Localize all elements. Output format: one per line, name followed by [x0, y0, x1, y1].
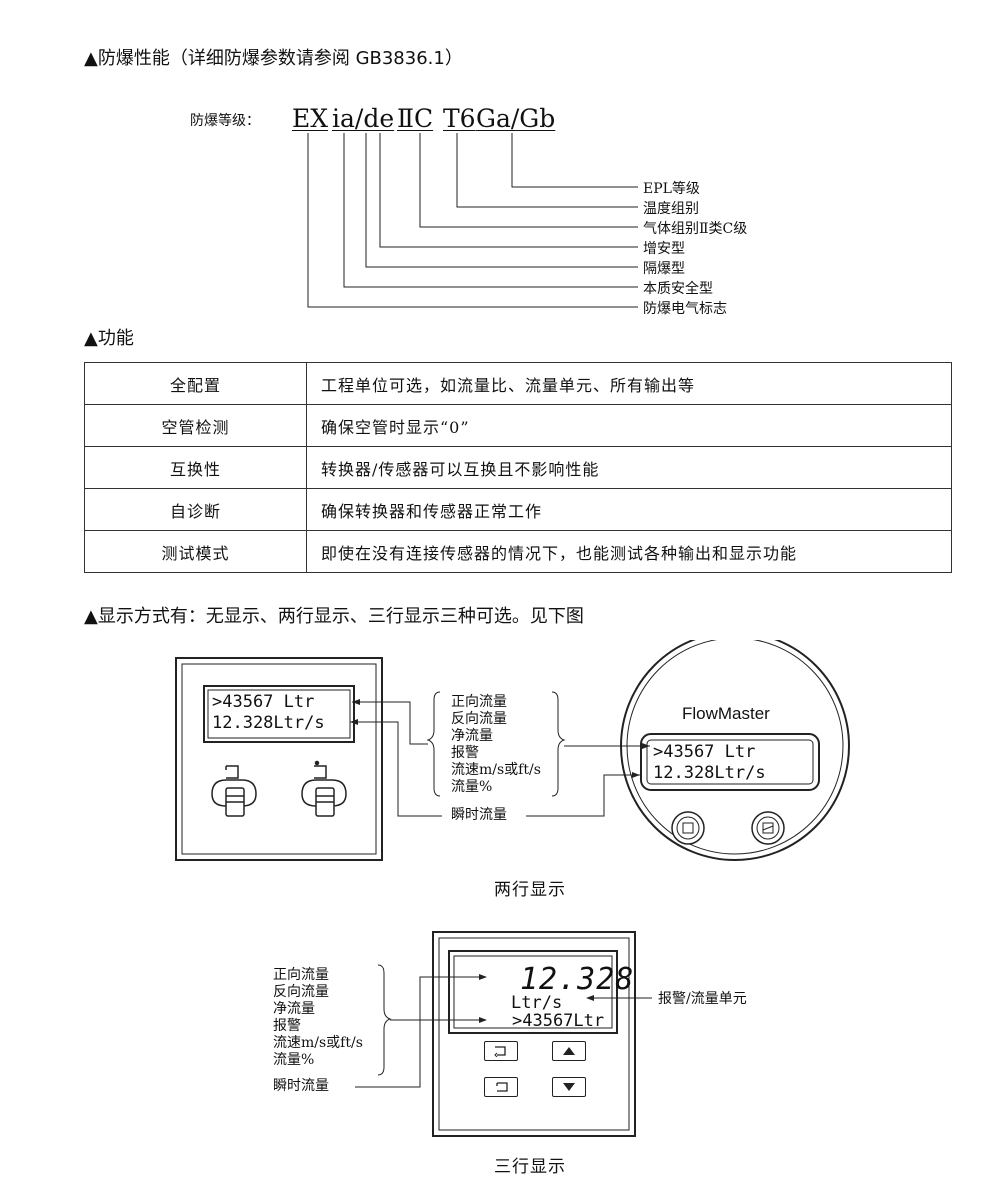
- three-line-option-percent: 流量%: [273, 1052, 315, 1068]
- three-line-instant-label: 瞬时流量: [273, 1078, 329, 1094]
- legend-epl: EPL等级: [643, 181, 700, 197]
- two-line-caption: 两行显示: [494, 880, 566, 900]
- two-line-option-alarm: 报警: [451, 745, 479, 761]
- two-line-option-reverse: 反向流量: [451, 711, 507, 727]
- table-row: 空管检测 确保空管时显示“0”: [84, 404, 952, 447]
- ex-code-leader-lines: [307, 133, 638, 308]
- two-line-option-velocity: 流速m/s或ft/s: [451, 762, 541, 778]
- functions-section-title: ▲功能: [84, 328, 134, 349]
- ex-code-epl: Ga/Gb: [476, 104, 556, 133]
- three-line-option-net: 净流量: [273, 1001, 315, 1017]
- three-line-option-forward: 正向流量: [273, 967, 329, 983]
- round-meter-brand: FlowMaster: [682, 704, 770, 723]
- two-line-panel-line1: >43567 Ltr: [212, 692, 315, 712]
- ex-code-label: 防爆等级：: [190, 113, 260, 129]
- function-desc: 工程单位可选，如流量比、流量单元、所有输出等: [306, 362, 952, 405]
- display-section-title: ▲显示方式有：无显示、两行显示、三行显示三种可选。见下图: [84, 606, 584, 627]
- function-name: 自诊断: [84, 488, 307, 531]
- function-desc: 转换器/传感器可以互换且不影响性能: [306, 446, 952, 489]
- round-meter-line2: 12.328Ltr/s: [653, 763, 766, 783]
- two-line-panel-line2: 12.328Ltr/s: [212, 713, 325, 733]
- legend-ex-mark: 防爆电气标志: [643, 301, 727, 317]
- three-line-option-velocity: 流速m/s或ft/s: [273, 1035, 363, 1051]
- two-line-diagram: [175, 640, 850, 861]
- two-line-instant-label: 瞬时流量: [451, 807, 507, 823]
- function-name: 空管检测: [84, 404, 307, 447]
- up-arrow-icon: [563, 1047, 575, 1055]
- two-line-option-net: 净流量: [451, 728, 493, 744]
- enter-key-button[interactable]: [484, 1077, 518, 1097]
- two-line-option-percent: 流量%: [451, 779, 493, 795]
- legend-increased-safety: 增安型: [643, 241, 685, 257]
- scroll-key-icon: [494, 1046, 506, 1057]
- explosion-section-title: ▲防爆性能（详细防爆参数请参阅 GB3836.1）: [84, 48, 463, 69]
- table-row: 测试模式 即使在没有连接传感器的情况下，也能测试各种输出和显示功能: [84, 530, 952, 573]
- three-line-diagram: [355, 931, 652, 1137]
- three-line-unit: Ltr/s: [511, 993, 563, 1013]
- three-line-alarm-label: 报警/流量单元: [658, 991, 747, 1007]
- enter-key-icon: [496, 1082, 508, 1092]
- table-row: 互换性 转换器/传感器可以互换且不影响性能: [84, 446, 952, 489]
- function-desc: 即使在没有连接传感器的情况下，也能测试各种输出和显示功能: [306, 530, 952, 573]
- ex-code-temp: T6: [443, 104, 476, 133]
- function-name: 全配置: [84, 362, 307, 405]
- ex-code-protection: ia/de: [332, 104, 395, 133]
- three-line-total: >43567Ltr: [512, 1011, 605, 1031]
- three-line-big-value: 12.328: [520, 962, 635, 997]
- ex-code-ex: EX: [292, 104, 329, 133]
- legend-intrinsic-safety: 本质安全型: [643, 281, 713, 297]
- three-line-option-alarm: 报警: [273, 1018, 301, 1034]
- up-arrow-button[interactable]: [552, 1041, 586, 1061]
- legend-temp-group: 温度组别: [643, 201, 699, 217]
- function-name: 测试模式: [84, 530, 307, 573]
- three-line-caption: 三行显示: [494, 1157, 566, 1177]
- ex-code-gas-group: ⅡC: [397, 104, 434, 133]
- down-arrow-icon: [563, 1083, 575, 1091]
- functions-table: 全配置 工程单位可选，如流量比、流量单元、所有输出等 空管检测 确保空管时显示“…: [84, 362, 952, 573]
- function-name: 互换性: [84, 446, 307, 489]
- down-arrow-button[interactable]: [552, 1077, 586, 1097]
- two-line-option-forward: 正向流量: [451, 694, 507, 710]
- legend-gas-group: 气体组别Ⅱ类C级: [643, 221, 748, 237]
- table-row: 全配置 工程单位可选，如流量比、流量单元、所有输出等: [84, 362, 952, 405]
- table-row: 自诊断 确保转换器和传感器正常工作: [84, 488, 952, 531]
- legend-flameproof: 隔爆型: [643, 261, 685, 277]
- function-desc: 确保空管时显示“0”: [306, 404, 952, 447]
- function-desc: 确保转换器和传感器正常工作: [306, 488, 952, 531]
- three-line-option-reverse: 反向流量: [273, 984, 329, 1000]
- scroll-key-button[interactable]: [484, 1041, 518, 1061]
- round-meter-line1: >43567 Ltr: [653, 742, 756, 762]
